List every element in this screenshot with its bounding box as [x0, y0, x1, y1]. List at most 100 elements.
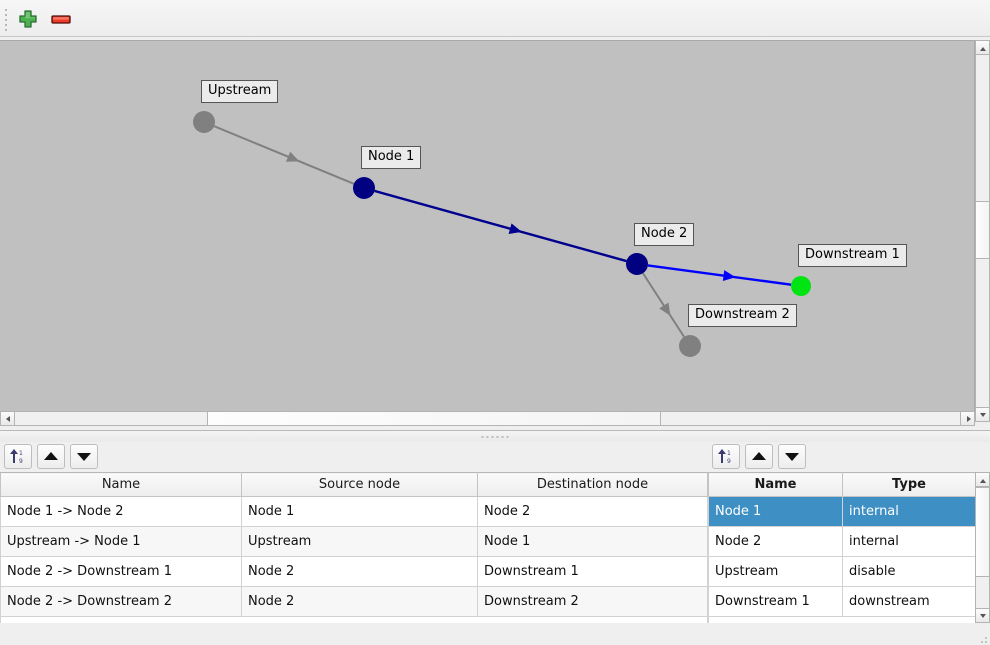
table-cell: Node 2: [241, 586, 478, 617]
graph-edge-arrow-node2-downstream1: [722, 270, 736, 282]
table-cell: Upstream -> Node 1: [0, 526, 242, 557]
table-cell: Node 1: [241, 496, 478, 527]
table-cell: Node 1 -> Node 2: [0, 496, 242, 527]
main-toolbar: [0, 0, 990, 37]
move-up-button[interactable]: [745, 444, 773, 469]
move-down-button[interactable]: [70, 444, 98, 469]
nodes-column-header[interactable]: Type: [842, 472, 976, 497]
graph-node-label-upstream[interactable]: Upstream: [201, 80, 279, 103]
move-down-button[interactable]: [778, 444, 806, 469]
table-cell: Node 1: [708, 496, 843, 527]
triangle-down-icon: [785, 453, 799, 461]
graph-node-label-node1[interactable]: Node 1: [361, 146, 422, 169]
graph-node-node1[interactable]: [353, 177, 375, 199]
nodes-column-header[interactable]: Name: [708, 472, 843, 497]
graph-node-downstream1[interactable]: [791, 276, 811, 296]
scroll-horizontal-thumb[interactable]: [207, 411, 661, 426]
scroll-right-arrow[interactable]: [960, 411, 975, 426]
svg-text:1: 1: [727, 450, 731, 457]
graph-edge-arrow-node1-node2: [508, 223, 522, 234]
graph-edge-node2-downstream1[interactable]: [647, 264, 792, 286]
sort-arrow-icon: 19: [718, 449, 731, 465]
graph-node-downstream2[interactable]: [679, 335, 701, 357]
triangle-down-icon: [77, 453, 91, 461]
remove-node-button[interactable]: [47, 5, 75, 33]
nodes-scroll-down-arrow[interactable]: [975, 608, 990, 623]
table-cell: internal: [842, 526, 976, 557]
graph-edge-upstream-node1[interactable]: [213, 125, 355, 185]
graph-node-label-downstream1[interactable]: Downstream 1: [798, 244, 907, 267]
table-cell: Downstream 1: [708, 586, 843, 617]
table-cell: downstream: [842, 586, 976, 617]
table-cell: internal: [842, 496, 976, 527]
green-plus-icon: [19, 10, 37, 28]
graph-edge-arrow-upstream-node1: [285, 151, 300, 162]
graph-edge-node1-node2[interactable]: [374, 189, 627, 263]
triangle-up-icon: [752, 452, 766, 460]
table-cell: Node 1: [477, 526, 708, 557]
edges-column-header[interactable]: Source node: [241, 472, 478, 497]
move-up-button[interactable]: [37, 444, 65, 469]
graph-node-node2[interactable]: [626, 253, 648, 275]
nodes-table-vertical-scrollbar[interactable]: [975, 472, 990, 623]
edges-column-header[interactable]: Name: [0, 472, 242, 497]
nodes-scroll-up-arrow[interactable]: [975, 472, 990, 487]
add-node-button[interactable]: [14, 5, 42, 33]
svg-text:1: 1: [19, 450, 23, 457]
graph-edge-node2-downstream2[interactable]: [642, 272, 685, 338]
table-cell: Node 2: [477, 496, 708, 527]
table-cell: Node 2 -> Downstream 1: [0, 556, 242, 587]
table-cell: Downstream 1: [477, 556, 708, 587]
resize-grip[interactable]: [979, 635, 987, 643]
horizontal-splitter[interactable]: [0, 430, 990, 442]
edges-column-header[interactable]: Destination node: [477, 472, 708, 497]
toolbar-drag-handle[interactable]: [5, 9, 10, 31]
triangle-up-icon: [44, 452, 58, 460]
table-cell: Node 2 -> Downstream 2: [0, 586, 242, 617]
graph-edges-layer: [213, 125, 792, 338]
scroll-down-arrow[interactable]: [975, 407, 990, 422]
scroll-vertical-thumb[interactable]: [975, 201, 990, 259]
table-cell: Node 2: [708, 526, 843, 557]
table-cell: disable: [842, 556, 976, 587]
status-footer: [0, 623, 990, 645]
table-cell: Node 2: [241, 556, 478, 587]
svg-text:9: 9: [727, 458, 731, 465]
graph-node-label-downstream2[interactable]: Downstream 2: [688, 304, 797, 327]
canvas-vertical-scrollbar[interactable]: [975, 40, 990, 422]
table-cell: Downstream 2: [477, 586, 708, 617]
svg-text:9: 9: [19, 458, 23, 465]
table-cell: Upstream: [708, 556, 843, 587]
splitter-grip: [481, 436, 509, 438]
sort-arrow-icon: 19: [10, 449, 23, 465]
graph-node-upstream[interactable]: [193, 111, 215, 133]
graph-node-label-node2[interactable]: Node 2: [634, 223, 695, 246]
canvas-horizontal-scrollbar[interactable]: [0, 411, 975, 426]
nodes-scroll-thumb[interactable]: [975, 487, 990, 577]
scroll-left-arrow[interactable]: [0, 411, 15, 426]
scroll-up-arrow[interactable]: [975, 40, 990, 55]
